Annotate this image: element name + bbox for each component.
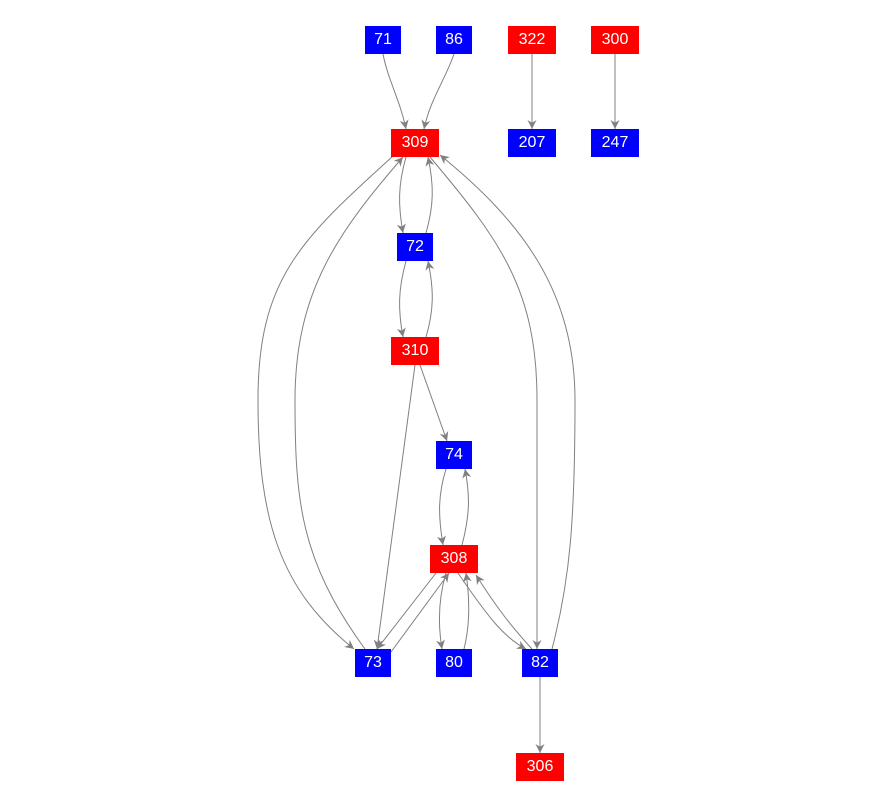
- edge-74-to-308: [437, 468, 447, 546]
- edge-71-to-309: [382, 53, 409, 130]
- edge-82-to-309: [439, 154, 576, 650]
- node-309[interactable]: 309: [391, 129, 439, 157]
- edge-72-to-310: [396, 260, 407, 338]
- node-322[interactable]: 322: [508, 26, 556, 54]
- edge-308-to-74: [461, 468, 472, 546]
- node-73[interactable]: 73: [355, 649, 391, 677]
- edge-309-to-82: [429, 156, 542, 649]
- node-71[interactable]: 71: [365, 26, 401, 54]
- edge-72-to-309: [425, 156, 435, 234]
- edge-86-to-309: [421, 53, 455, 130]
- node-80[interactable]: 80: [436, 649, 472, 677]
- edge-73-to-309: [294, 156, 404, 650]
- node-306[interactable]: 306: [516, 753, 564, 781]
- edge-73-to-308: [390, 572, 450, 653]
- edge-82-to-308: [475, 574, 533, 650]
- node-310[interactable]: 310: [391, 337, 439, 365]
- node-300[interactable]: 300: [591, 26, 639, 54]
- node-82[interactable]: 82: [522, 649, 558, 677]
- node-247[interactable]: 247: [591, 129, 639, 157]
- edge-308-to-73: [376, 572, 437, 650]
- edge-309-to-73: [257, 156, 393, 650]
- node-86[interactable]: 86: [436, 26, 472, 54]
- edge-310-to-72: [425, 260, 435, 338]
- edge-310-to-74: [419, 364, 449, 442]
- node-207[interactable]: 207: [508, 129, 556, 157]
- edge-310-to-73: [373, 364, 416, 650]
- edge-308-to-82: [457, 572, 527, 650]
- node-74[interactable]: 74: [436, 441, 472, 469]
- node-308[interactable]: 308: [430, 545, 478, 573]
- edge-309-to-72: [396, 156, 407, 234]
- node-72[interactable]: 72: [397, 233, 433, 261]
- edge-80-to-308: [462, 572, 472, 650]
- edge-308-to-80: [436, 572, 447, 650]
